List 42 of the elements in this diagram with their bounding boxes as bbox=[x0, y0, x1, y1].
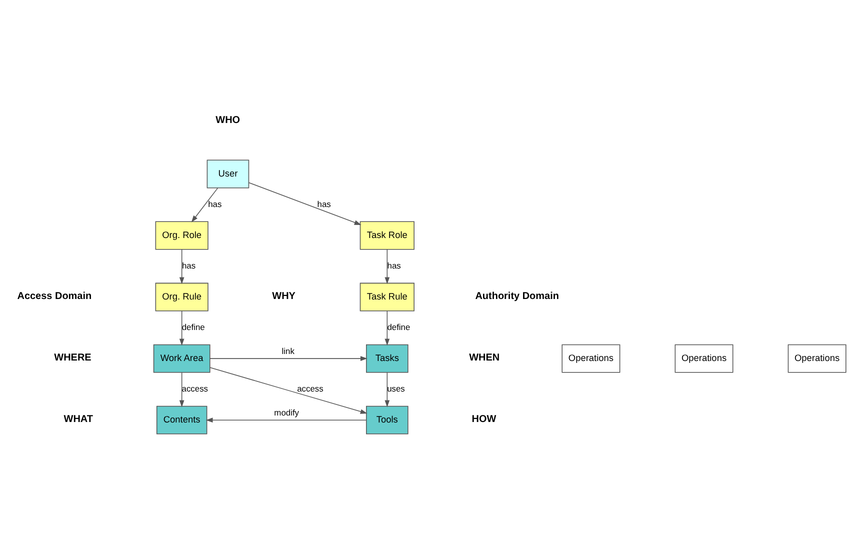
edge-label: has bbox=[182, 260, 196, 270]
label: WHY bbox=[272, 290, 296, 302]
arrow bbox=[179, 372, 184, 408]
node-box: Task Role bbox=[360, 221, 414, 250]
node-box: Operations bbox=[674, 344, 734, 373]
label: WHEN bbox=[469, 352, 500, 364]
arrow bbox=[179, 249, 184, 284]
edge-label: access bbox=[297, 383, 324, 394]
edge-label: uses bbox=[387, 383, 405, 394]
label: Access Domain bbox=[17, 290, 92, 302]
arrow bbox=[210, 356, 368, 361]
label: WHAT bbox=[64, 414, 93, 425]
edge-label: define bbox=[387, 322, 410, 332]
node-box: Org. Rule bbox=[155, 282, 208, 312]
edge-label: has bbox=[208, 198, 222, 209]
edge-label: define bbox=[182, 322, 205, 332]
node-box: Tasks bbox=[366, 344, 408, 373]
node-box: Operations bbox=[562, 344, 620, 373]
arrow bbox=[384, 310, 390, 346]
node-box: Tools bbox=[366, 406, 408, 434]
edge-label: has bbox=[317, 198, 331, 209]
arrow bbox=[206, 418, 367, 422]
edge-label: modify bbox=[274, 407, 300, 418]
arrow bbox=[248, 182, 362, 225]
node-box: Task Rule bbox=[360, 282, 414, 312]
node-box: Work Area bbox=[153, 344, 210, 373]
node-box: Contents bbox=[156, 406, 208, 434]
label: Authority Domain bbox=[475, 290, 559, 302]
arrow bbox=[179, 310, 184, 346]
edge-label: link bbox=[282, 346, 294, 356]
node-box: Operations bbox=[788, 344, 846, 373]
node-box: Org. Role bbox=[155, 221, 208, 250]
edge-label: has bbox=[387, 260, 401, 270]
arrow bbox=[384, 249, 390, 284]
label: WHERE bbox=[54, 352, 92, 364]
label: WHO bbox=[216, 114, 240, 126]
arrow bbox=[191, 188, 218, 222]
arrow bbox=[384, 372, 390, 408]
arrow bbox=[210, 367, 368, 414]
node-box: User bbox=[206, 160, 250, 188]
label: HOW bbox=[472, 414, 496, 425]
edge-label: access bbox=[182, 383, 208, 394]
